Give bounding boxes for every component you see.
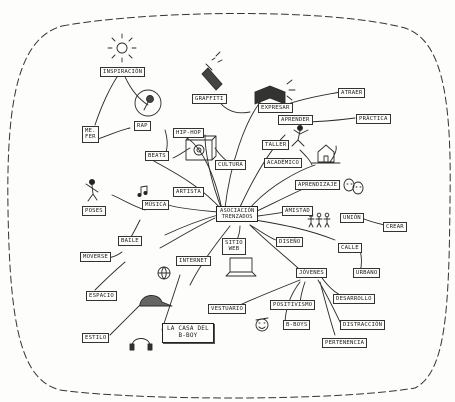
node-me-fer-line-1: Me. bbox=[85, 128, 96, 134]
node-positivismo: Positivismo bbox=[270, 300, 316, 311]
center-node: Asociación Trenzados bbox=[216, 206, 259, 223]
node-artista: Artista bbox=[173, 187, 204, 198]
globe-icon bbox=[157, 266, 171, 280]
breakdancer-icon bbox=[85, 178, 99, 202]
node-cultura: Cultura bbox=[215, 160, 246, 171]
node-estilo: Estilo bbox=[82, 333, 110, 344]
theater-masks-icon bbox=[343, 178, 364, 195]
cap-icon bbox=[139, 295, 173, 307]
node-internet: Internet bbox=[176, 256, 211, 267]
node-b-boys: B-boys bbox=[283, 320, 311, 331]
node-crear: Crear bbox=[383, 222, 407, 233]
node-atraer: Atraer bbox=[338, 88, 366, 99]
node-hip-hop: Hip-Hop bbox=[173, 128, 204, 139]
footer-line-1: La casa del bbox=[167, 325, 209, 332]
music-note-icon bbox=[137, 185, 148, 198]
node-sitio-web: Sitio Web bbox=[222, 238, 246, 255]
node-academico: Académico bbox=[264, 158, 303, 169]
node-beats: Beats bbox=[145, 151, 169, 162]
node-practica: Práctica bbox=[356, 114, 391, 125]
center-line-1: Asociación bbox=[220, 208, 255, 214]
laptop-icon bbox=[225, 257, 257, 277]
node-rap: Rap bbox=[134, 121, 151, 132]
speaker-icon bbox=[185, 135, 217, 161]
node-me-fer-line-2: Fer bbox=[85, 134, 96, 141]
node-jovenes: Jóvenes bbox=[296, 268, 327, 279]
node-vestuario: Vestuario bbox=[208, 304, 247, 315]
book-icon bbox=[254, 79, 296, 105]
node-distraccion: Distracción bbox=[340, 320, 386, 331]
node-union: Unión bbox=[340, 213, 364, 224]
node-espacio: Espacio bbox=[86, 291, 117, 302]
node-sitio-web-line-1: Sitio bbox=[225, 240, 243, 246]
node-baile: Baile bbox=[118, 236, 142, 247]
node-urbano: Urbano bbox=[353, 268, 381, 279]
node-poses: Poses bbox=[82, 206, 106, 217]
node-pertenencia: Pertenencia bbox=[322, 338, 368, 349]
node-graffiti: Graffiti bbox=[192, 94, 227, 105]
center-connectors bbox=[151, 99, 336, 286]
node-desarrollo: Desarrollo bbox=[333, 294, 375, 305]
node-amistad: Amistad bbox=[282, 206, 313, 217]
node-musica: Música bbox=[142, 200, 170, 211]
node-aprender: Aprender bbox=[278, 115, 313, 126]
house-icon bbox=[311, 144, 341, 164]
node-sitio-web-line-2: Web bbox=[228, 246, 240, 253]
sun-icon bbox=[107, 33, 137, 63]
node-aprendizaje: Aprendizaje bbox=[295, 180, 341, 191]
dashed-frame bbox=[7, 13, 451, 399]
node-inspiracion: Inspiración bbox=[100, 67, 146, 78]
footer-node: La casa del B-boy bbox=[162, 323, 214, 343]
dancer-icon bbox=[291, 125, 309, 147]
smiley-face-icon bbox=[255, 317, 269, 332]
node-me-fer: Me. Fer bbox=[82, 126, 99, 143]
center-line-2: Trenzados bbox=[221, 214, 253, 221]
spray-can-icon bbox=[201, 51, 223, 91]
headphones-icon bbox=[129, 338, 153, 351]
node-moverse: Moverse bbox=[80, 252, 111, 263]
node-expresar: Expresar bbox=[258, 103, 293, 114]
node-calle: Calle bbox=[338, 243, 362, 254]
node-taller: Taller bbox=[262, 140, 290, 151]
node-diseno: Diseño bbox=[276, 237, 304, 248]
microphone-icon bbox=[134, 89, 162, 117]
footer-line-2: B-boy bbox=[178, 331, 198, 339]
